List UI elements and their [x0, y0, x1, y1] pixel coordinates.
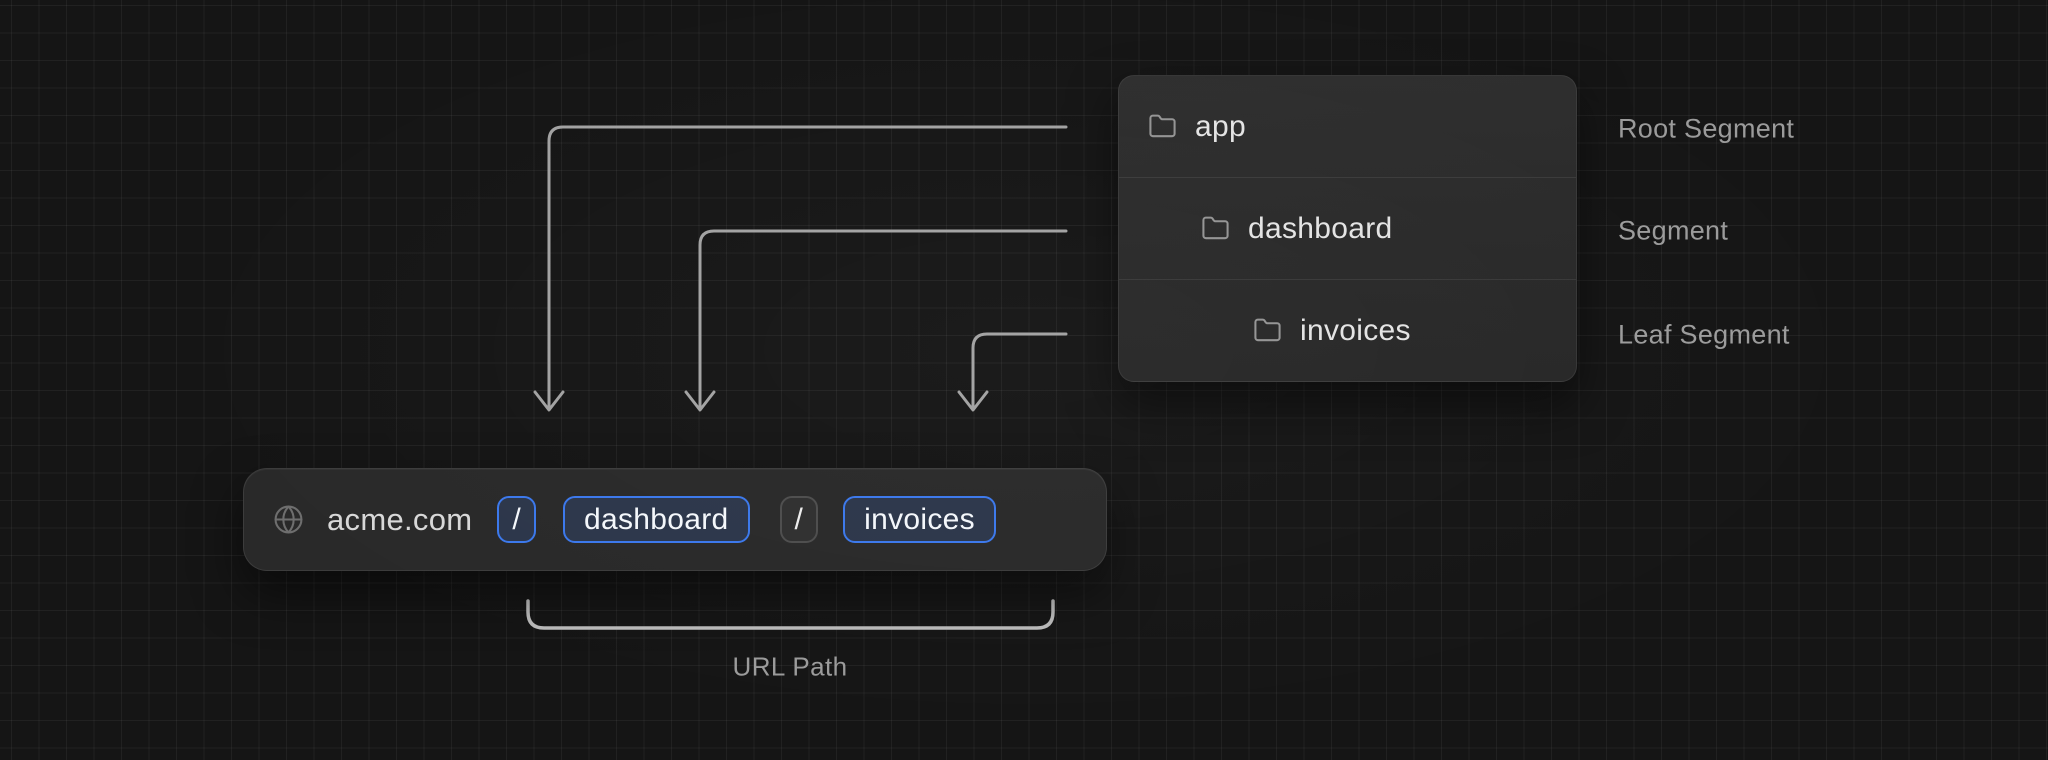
- address-bar: acme.com / dashboard / invoices: [243, 468, 1107, 571]
- tree-item-label: invoices: [1300, 313, 1411, 347]
- route-folder-panel: app dashboard invoices: [1118, 75, 1577, 382]
- tree-item-invoices: invoices: [1119, 279, 1576, 381]
- url-segment-invoices: invoices: [843, 496, 996, 543]
- folder-icon: [1202, 216, 1229, 240]
- annotation-segment: Segment: [1618, 215, 1729, 246]
- tree-item-label: dashboard: [1248, 211, 1393, 245]
- tree-item-dashboard: dashboard: [1119, 177, 1576, 279]
- annotation-root-segment: Root Segment: [1618, 113, 1795, 144]
- folder-icon: [1149, 114, 1176, 138]
- url-path-label: URL Path: [732, 651, 848, 682]
- tree-item-label: app: [1195, 109, 1246, 143]
- url-segment-slash-1: /: [497, 496, 537, 543]
- folder-icon: [1254, 318, 1281, 342]
- annotation-leaf-segment: Leaf Segment: [1618, 319, 1790, 350]
- url-segment-dashboard: dashboard: [563, 496, 750, 543]
- tree-item-app: app: [1119, 76, 1576, 177]
- url-domain: acme.com: [327, 501, 473, 537]
- globe-icon: [274, 505, 303, 534]
- url-segment-slash-2: /: [779, 496, 819, 543]
